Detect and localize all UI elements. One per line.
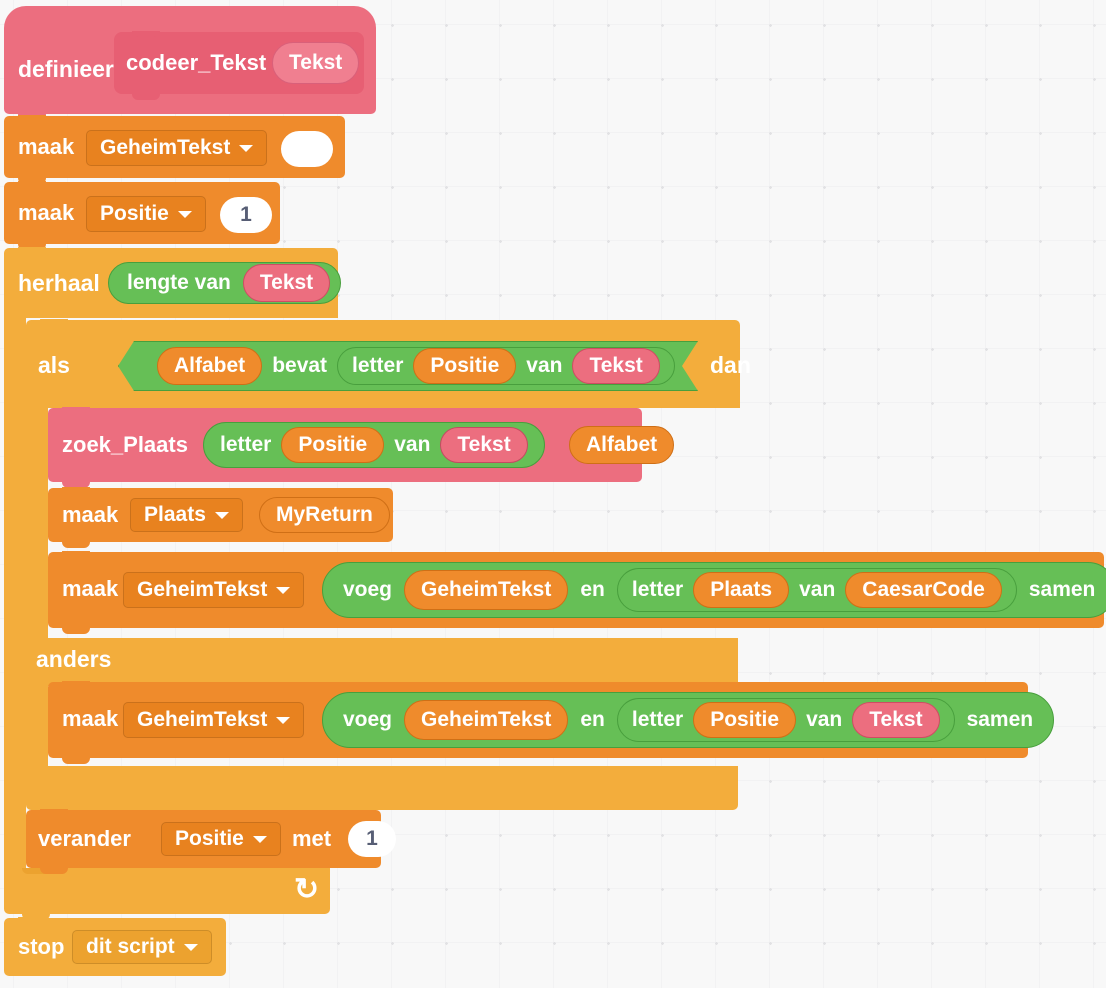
variable-dropdown-geheimtekst[interactable]: GeheimTekst	[123, 572, 305, 608]
call-zoek-plaats-block[interactable]: zoek_Plaats letter Positie van Tekst Alf…	[48, 407, 675, 488]
chevron-down-icon	[276, 586, 291, 594]
change-value-input[interactable]: 1	[348, 821, 396, 857]
stop-keyword: stop	[18, 934, 65, 959]
else-bar[interactable]: anders	[26, 638, 738, 686]
contains-question-mark: ?	[684, 354, 698, 377]
variable-dropdown-label: GeheimTekst	[137, 708, 268, 731]
letter-operand-caesarcode[interactable]: CaesarCode	[845, 572, 1002, 608]
set-variable-plaats-block[interactable]: maak Plaats MyReturn	[48, 487, 393, 548]
variable-dropdown-label: Positie	[175, 827, 244, 850]
set-variable-geheimtekst-join-true-block[interactable]: maak GeheimTekst voeg GeheimTekst en let…	[48, 551, 1106, 634]
if-else-block-footer[interactable]	[26, 766, 738, 816]
variable-dropdown-label: GeheimTekst	[100, 136, 231, 159]
variable-dropdown-geheimtekst[interactable]: GeheimTekst	[123, 702, 305, 738]
join-left-geheimtekst[interactable]: GeheimTekst	[404, 570, 569, 610]
letter-of-reporter[interactable]: letter Positie van Tekst	[337, 347, 675, 385]
contains-operator: bevat	[272, 354, 328, 377]
else-branch-spine	[26, 686, 48, 766]
length-of-reporter[interactable]: lengte van Tekst	[108, 262, 342, 304]
stop-option-label: dit script	[86, 935, 175, 958]
letter-index-plaats[interactable]: Plaats	[693, 572, 790, 608]
if-branch-spine	[26, 408, 48, 638]
then-keyword: dan	[710, 352, 751, 378]
letter-index-positie[interactable]: Positie	[281, 427, 385, 463]
repeat-keyword: herhaal	[18, 270, 100, 296]
define-hat-block[interactable]: definieer codeer_Tekst Tekst	[4, 6, 376, 120]
change-keyword: verander	[38, 826, 131, 851]
join-reporter[interactable]: voeg GeheimTekst en letter Plaats van Ca…	[322, 562, 1106, 618]
set-value-reporter-myreturn[interactable]: MyReturn	[259, 497, 390, 533]
set-keyword: maak	[62, 502, 119, 527]
letter-of-reporter[interactable]: letter Positie van Tekst	[616, 698, 955, 742]
contains-boolean[interactable]: Alfabet bevat letter Positie van Tekst ?	[118, 341, 698, 391]
chevron-down-icon	[177, 210, 192, 218]
chevron-down-icon	[214, 511, 229, 519]
length-of-operand-tekst[interactable]: Tekst	[242, 264, 331, 302]
variable-dropdown-label: GeheimTekst	[137, 578, 268, 601]
join-left-geheimtekst[interactable]: GeheimTekst	[404, 700, 569, 740]
variable-dropdown-label: Plaats	[144, 503, 206, 526]
procedure-param-tekst[interactable]: Tekst	[272, 42, 360, 84]
letter-operand-tekst[interactable]: Tekst	[440, 427, 528, 463]
set-variable-geheimtekst-join-false-block[interactable]: maak GeheimTekst voeg GeheimTekst en let…	[48, 681, 1055, 764]
letter-keyword: letter	[220, 433, 272, 456]
define-keyword: definieer	[18, 56, 114, 82]
chevron-down-icon	[183, 943, 198, 951]
join-reporter[interactable]: voeg GeheimTekst en letter Positie van T…	[322, 692, 1055, 748]
chevron-down-icon	[252, 835, 267, 843]
call-zoek-plaats-label: zoek_Plaats	[62, 432, 188, 457]
letter-index-positie[interactable]: Positie	[693, 702, 797, 738]
variable-dropdown-plaats[interactable]: Plaats	[130, 498, 243, 532]
if-else-block-header[interactable]: als Alfabet bevat letter Positie van Tek…	[26, 319, 751, 408]
set-value-input-geheimtekst[interactable]	[281, 131, 333, 167]
set-variable-geheimtekst-block[interactable]: maak GeheimTekst	[4, 115, 345, 184]
letter-of-keyword: van	[806, 708, 843, 731]
chevron-down-icon	[239, 144, 254, 152]
contains-left-alfabet[interactable]: Alfabet	[157, 347, 262, 385]
set-keyword: maak	[18, 134, 75, 159]
set-keyword: maak	[18, 200, 75, 225]
join-and-keyword: en	[580, 708, 605, 731]
letter-of-keyword: van	[526, 354, 563, 377]
join-keyword: voeg	[343, 708, 393, 731]
letter-operand-tekst[interactable]: Tekst	[852, 702, 940, 738]
letter-of-reporter[interactable]: letter Plaats van CaesarCode	[616, 568, 1017, 612]
letter-keyword: letter	[352, 354, 404, 377]
variable-dropdown-geheimtekst[interactable]: GeheimTekst	[86, 130, 268, 166]
chevron-down-icon	[276, 716, 291, 724]
join-keyword: voeg	[343, 578, 393, 601]
length-of-label: lengte van	[127, 271, 231, 294]
set-variable-positie-block[interactable]: maak Positie 1	[4, 181, 280, 250]
change-variable-positie-block[interactable]: verander Positie met 1	[26, 809, 396, 874]
variable-dropdown-positie[interactable]: Positie	[86, 196, 206, 232]
procedure-name: codeer_Tekst	[126, 50, 267, 75]
letter-index-positie[interactable]: Positie	[413, 348, 516, 384]
letter-operand-tekst[interactable]: Tekst	[572, 348, 659, 384]
set-keyword: maak	[62, 576, 119, 601]
letter-keyword: letter	[631, 708, 684, 731]
join-end-keyword: samen	[1028, 578, 1096, 601]
join-end-keyword: samen	[966, 708, 1034, 731]
set-keyword: maak	[62, 706, 119, 731]
change-by-keyword: met	[292, 826, 332, 851]
join-and-keyword: en	[580, 578, 605, 601]
zoek-plaats-arg-letter-of[interactable]: letter Positie van Tekst	[203, 422, 545, 468]
zoek-plaats-arg-alfabet[interactable]: Alfabet	[569, 426, 675, 464]
repeat-block-header[interactable]: herhaal lengte van Tekst	[4, 247, 342, 318]
loop-arrow-icon: ↺	[294, 873, 320, 906]
letter-of-keyword: van	[394, 433, 431, 456]
letter-keyword: letter	[631, 578, 684, 601]
set-value-input-positie[interactable]: 1	[220, 197, 272, 233]
repeat-block-footer[interactable]: ↺	[4, 868, 330, 920]
letter-of-keyword: van	[799, 578, 836, 601]
procedure-prototype[interactable]: codeer_Tekst Tekst	[114, 31, 364, 100]
else-keyword: anders	[36, 646, 112, 672]
stop-block[interactable]: stop dit script	[4, 917, 226, 976]
stop-option-dropdown[interactable]: dit script	[72, 930, 212, 964]
variable-dropdown-positie[interactable]: Positie	[161, 822, 281, 856]
if-keyword: als	[38, 352, 70, 378]
variable-dropdown-label: Positie	[100, 202, 169, 225]
repeat-block-spine	[4, 318, 26, 868]
